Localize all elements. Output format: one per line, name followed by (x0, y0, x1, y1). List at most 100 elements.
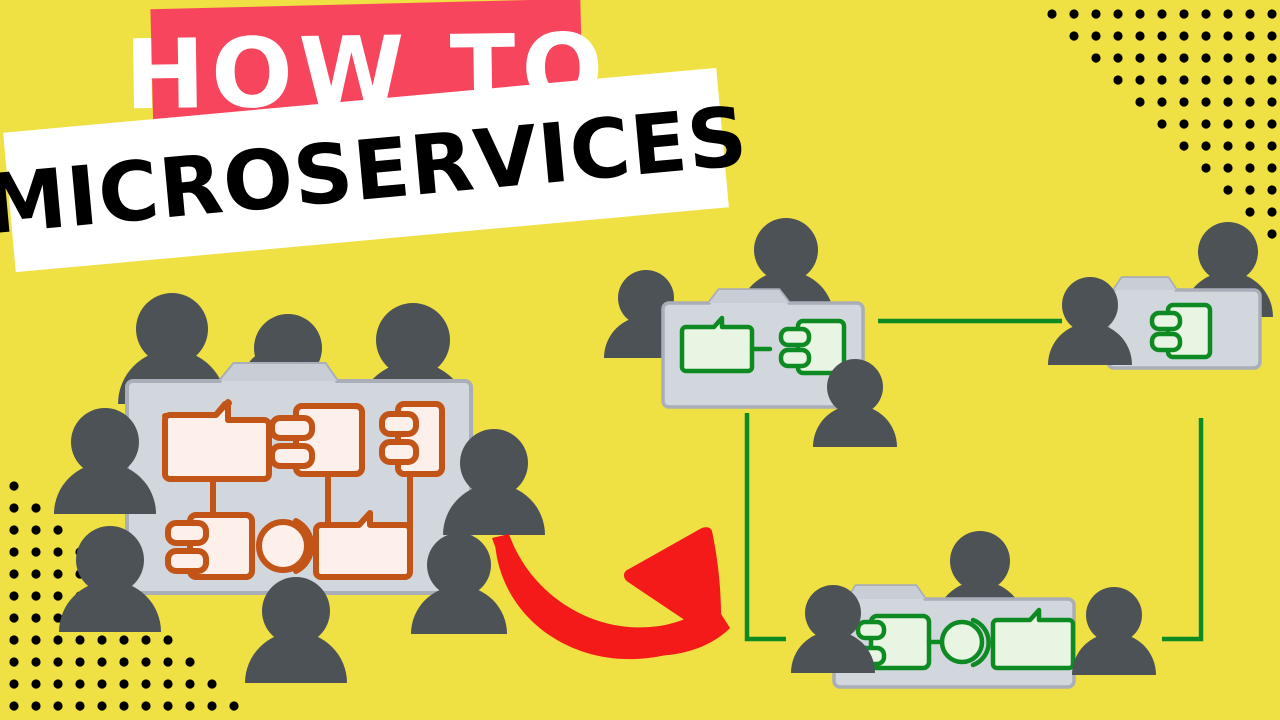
decor-dot (53, 547, 63, 557)
decor-dot (53, 591, 63, 601)
person-icon (1048, 277, 1132, 365)
decor-dot (75, 701, 85, 711)
decor-dot (1157, 75, 1167, 85)
decor-dot (1135, 75, 1145, 85)
decor-dot (1223, 185, 1233, 195)
decor-dot (1113, 9, 1123, 19)
decor-dot (97, 701, 107, 711)
person-icon (791, 585, 875, 673)
decor-dot (185, 679, 195, 689)
decor-dot (1267, 75, 1277, 85)
connector-top-right-to-bottom (1162, 418, 1204, 642)
decor-dot (9, 635, 19, 645)
decor-dot (31, 591, 41, 601)
decor-dot (1201, 75, 1211, 85)
decor-dot (9, 591, 19, 601)
decor-dot (207, 701, 217, 711)
decor-dot (1267, 185, 1277, 195)
decor-dot (1267, 119, 1277, 129)
decor-dot (1201, 141, 1211, 151)
decor-dot (31, 657, 41, 667)
decor-dot (1267, 53, 1277, 63)
service-people-front (1048, 277, 1132, 365)
decor-dot (31, 525, 41, 535)
decor-dot (1201, 163, 1211, 173)
decor-dot (53, 701, 63, 711)
decor-dot (1047, 9, 1057, 19)
decor-dot (1223, 53, 1233, 63)
decor-dot (119, 701, 129, 711)
decor-dot (1223, 75, 1233, 85)
decor-dot (1223, 141, 1233, 151)
decor-dot (1267, 31, 1277, 41)
dot-grid-top-right (1047, 9, 1277, 239)
decor-dot (1157, 119, 1167, 129)
decor-dot (119, 635, 129, 645)
decor-dot (9, 525, 19, 535)
decor-dot (31, 701, 41, 711)
decor-dot (185, 657, 195, 667)
decor-dot (31, 679, 41, 689)
person-icon (59, 526, 161, 632)
decor-dot (141, 679, 151, 689)
decor-dot (119, 679, 129, 689)
monolith-diagram (162, 399, 445, 580)
decor-dot (163, 635, 173, 645)
decor-dot (1267, 141, 1277, 151)
decor-dot (1245, 185, 1255, 195)
service-diagram (679, 315, 847, 376)
decor-dot (1135, 97, 1145, 107)
person-icon (54, 408, 156, 514)
decor-dot (1245, 9, 1255, 19)
person-icon (443, 429, 545, 535)
decor-dot (1135, 9, 1145, 19)
decor-dot (53, 569, 63, 579)
decor-dot (1267, 9, 1277, 19)
decor-dot (1113, 31, 1123, 41)
decor-dot (1201, 97, 1211, 107)
decor-dot (229, 701, 239, 711)
decor-dot (9, 503, 19, 513)
decor-dot (1223, 9, 1233, 19)
decor-dot (1245, 141, 1255, 151)
person-icon (411, 533, 507, 634)
decor-dot (141, 701, 151, 711)
decor-dot (75, 679, 85, 689)
decor-dot (1069, 9, 1079, 19)
decor-dot (163, 701, 173, 711)
decor-dot (1157, 97, 1167, 107)
decor-dot (1179, 75, 1189, 85)
decor-dot (97, 679, 107, 689)
decor-dot (1223, 119, 1233, 129)
decor-dot (1113, 53, 1123, 63)
decor-dot (119, 657, 129, 667)
decor-dot (1245, 75, 1255, 85)
decor-dot (185, 701, 195, 711)
decor-dot (31, 635, 41, 645)
decor-dot (9, 657, 19, 667)
decor-dot (53, 657, 63, 667)
decor-dot (1223, 163, 1233, 173)
person-icon (813, 359, 897, 447)
decor-dot (1179, 31, 1189, 41)
monolith-people-front (54, 408, 545, 683)
decor-dot (1157, 31, 1167, 41)
decor-dot (1245, 163, 1255, 173)
decor-dot (1179, 53, 1189, 63)
decor-dot (1157, 53, 1167, 63)
decor-dot (1223, 97, 1233, 107)
decor-dot (1245, 53, 1255, 63)
decor-dot (1113, 75, 1123, 85)
decor-dot (1179, 119, 1189, 129)
decor-dot (141, 657, 151, 667)
decor-dot (97, 657, 107, 667)
decor-dot (75, 657, 85, 667)
decor-dot (9, 547, 19, 557)
